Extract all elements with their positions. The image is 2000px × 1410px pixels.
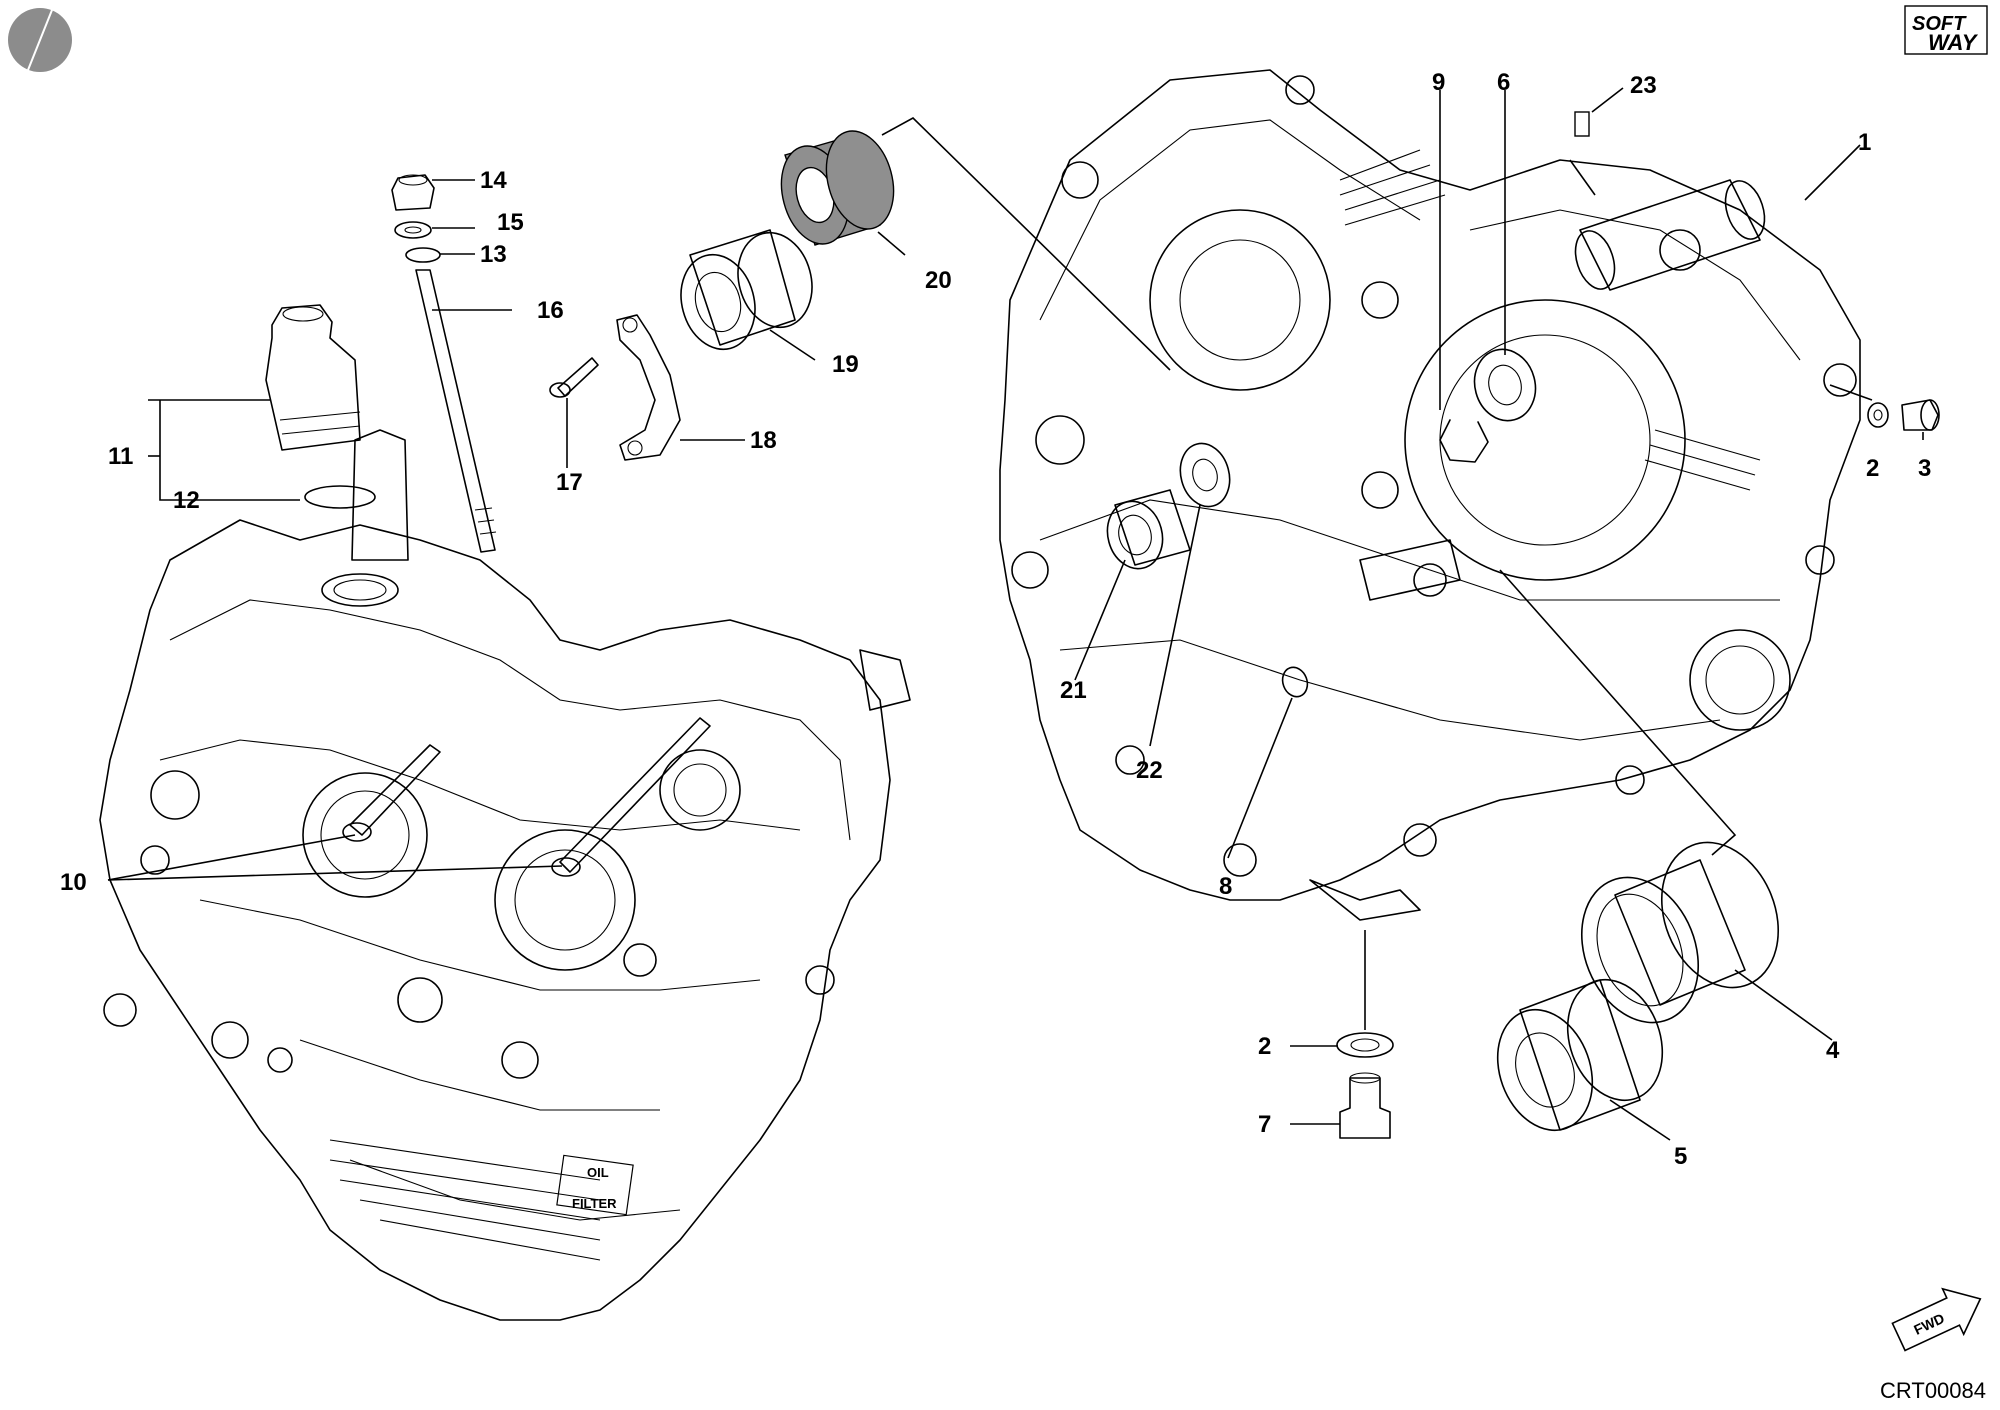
fwd-arrow-icon: FWD: [1891, 1287, 1982, 1352]
callout-5: 5: [1674, 1143, 1687, 1170]
oil-filter-text-line-2: FILTER: [572, 1196, 617, 1211]
part-21-bearing: [1106, 489, 1191, 570]
part-7-drain-plug: [1339, 1072, 1391, 1139]
callout-6: 6: [1497, 69, 1510, 96]
callout-22: 22: [1136, 757, 1163, 784]
callout-9: 9: [1432, 69, 1445, 96]
part-2-washer-lower: [1336, 1032, 1394, 1058]
callout-leader-lines: [107, 87, 1924, 1141]
part-20-oil-seal: [780, 130, 895, 246]
callout-2-lower: 2: [1258, 1033, 1271, 1060]
callout-4: 4: [1826, 1037, 1840, 1064]
callout-20: 20: [925, 267, 952, 294]
part-12-oring: [304, 485, 376, 509]
callout-7: 7: [1258, 1111, 1271, 1138]
part-13-oring: [405, 247, 441, 263]
callout-10: 10: [60, 869, 87, 896]
oil-filter-text-line-1: OIL: [587, 1165, 609, 1180]
callout-14: 14: [480, 167, 507, 194]
callout-3: 3: [1918, 455, 1931, 482]
logo-line-2: WAY: [1928, 30, 1979, 55]
callout-19: 19: [832, 351, 859, 378]
drawing-code: CRT00084: [1880, 1378, 1986, 1403]
part-22-seal: [1179, 442, 1231, 508]
part-23-dowel-pin: [1574, 111, 1590, 137]
part-9-circlip: [1439, 419, 1489, 463]
part-2-washer-upper: [1867, 402, 1889, 428]
part-14-cap-nut: [391, 174, 435, 211]
logo-line-1: SOFT: [1912, 13, 1967, 35]
part-18-retaining-clip: [616, 314, 681, 461]
callout-labels: 1 2 3 4 5 6 2 7 8 9 10 11 12 13 14 15 16…: [60, 69, 1931, 1170]
part-16-stud: [415, 269, 497, 553]
callout-11: 11: [108, 443, 133, 470]
part-15-washer: [394, 221, 432, 239]
callout-18: 18: [750, 427, 777, 454]
callout-1: 1: [1858, 129, 1871, 156]
part-4-bushing: [1580, 841, 1780, 1024]
callout-15: 15: [497, 209, 524, 236]
part-11-filler-cap: [265, 304, 361, 451]
part-5-main-bearing: [1496, 978, 1664, 1132]
part-19-bearing: [680, 229, 813, 351]
callout-13: 13: [480, 241, 507, 268]
callout-12: 12: [173, 487, 200, 514]
callout-21: 21: [1060, 677, 1087, 704]
callout-23: 23: [1630, 72, 1657, 99]
softway-logo: SOFT WAY: [1904, 5, 1988, 55]
part-17-screw: [549, 357, 599, 398]
part-6-bearing: [1473, 348, 1537, 422]
corner-mark-icon: [8, 8, 72, 72]
callout-2-upper: 2: [1866, 455, 1879, 482]
left-crankcase-half: OIL FILTER: [99, 429, 911, 1321]
part-8-oring: [1281, 666, 1309, 698]
callout-17: 17: [556, 469, 583, 496]
part-10-bolts: [342, 717, 711, 877]
part-3-plug-screw: [1901, 399, 1940, 431]
callout-8: 8: [1219, 873, 1232, 900]
right-crankcase-half: [999, 69, 1861, 921]
callout-16: 16: [537, 297, 564, 324]
